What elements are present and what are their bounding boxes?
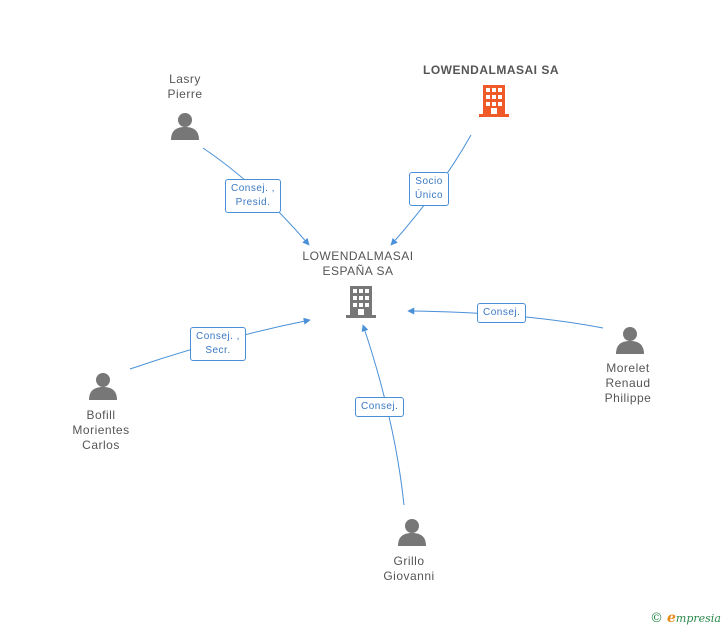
brand-initial: e (667, 610, 676, 626)
node-label-morelet[interactable]: Morelet Renaud Philippe (588, 361, 668, 406)
edge-label-lasry-line-2: Presid. (235, 197, 271, 208)
person-icon[interactable] (616, 327, 644, 354)
node-label-center[interactable]: LOWENDALMASAI ESPAÑA SA (298, 249, 418, 279)
center-name-line-2: ESPAÑA SA (322, 264, 394, 278)
edge-label-lasry-line-1: Consej. , (231, 183, 275, 194)
building-icon[interactable] (346, 286, 376, 318)
bofill-name-line-1: Bofill (86, 408, 116, 422)
edge-label-grillo: Consej. (355, 397, 405, 417)
grillo-name-line-1: Grillo (393, 554, 425, 568)
edge-label-bofill-line-2: Secr. (205, 345, 231, 356)
bofill-name-line-3: Carlos (82, 438, 120, 452)
edge-label-bofill: Consej. , Secr. (190, 327, 246, 361)
person-icon[interactable] (171, 113, 199, 140)
edge-label-owner: Socio Único (409, 172, 450, 206)
brand-logo[interactable]: © empresia (650, 610, 721, 626)
node-label-lasry[interactable]: Lasry Pierre (145, 72, 225, 102)
node-label-grillo[interactable]: Grillo Giovanni (369, 554, 449, 584)
node-label-owner[interactable]: LOWENDALMASAI SA (416, 63, 566, 78)
copyright-symbol: © (650, 611, 663, 626)
edge-label-morelet: Consej. (477, 303, 527, 323)
edge-label-morelet-line-1: Consej. (483, 307, 521, 318)
edge-label-grillo-line-1: Consej. (361, 401, 399, 412)
owner-name: LOWENDALMASAI SA (423, 63, 559, 77)
edge-label-lasry: Consej. , Presid. (225, 179, 281, 213)
edge-label-owner-line-2: Único (415, 190, 444, 201)
edge-grillo-to-center (361, 324, 405, 506)
building-icon[interactable] (479, 85, 509, 117)
morelet-name-line-2: Renaud (605, 376, 651, 390)
bofill-name-line-2: Morientes (72, 423, 130, 437)
grillo-name-line-2: Giovanni (383, 569, 435, 583)
lasry-name-line-2: Pierre (167, 87, 203, 101)
lasry-name-line-1: Lasry (169, 72, 201, 86)
center-name-line-1: LOWENDALMASAI (302, 249, 414, 263)
morelet-name-line-1: Morelet (606, 361, 650, 375)
morelet-name-line-3: Philippe (604, 391, 652, 405)
brand-name-rest: mpresia (675, 612, 721, 625)
person-icon[interactable] (398, 519, 426, 546)
edge-label-bofill-line-1: Consej. , (196, 331, 240, 342)
edge-label-owner-line-1: Socio (415, 176, 443, 187)
node-label-bofill[interactable]: Bofill Morientes Carlos (61, 408, 141, 453)
person-icon[interactable] (89, 373, 117, 400)
